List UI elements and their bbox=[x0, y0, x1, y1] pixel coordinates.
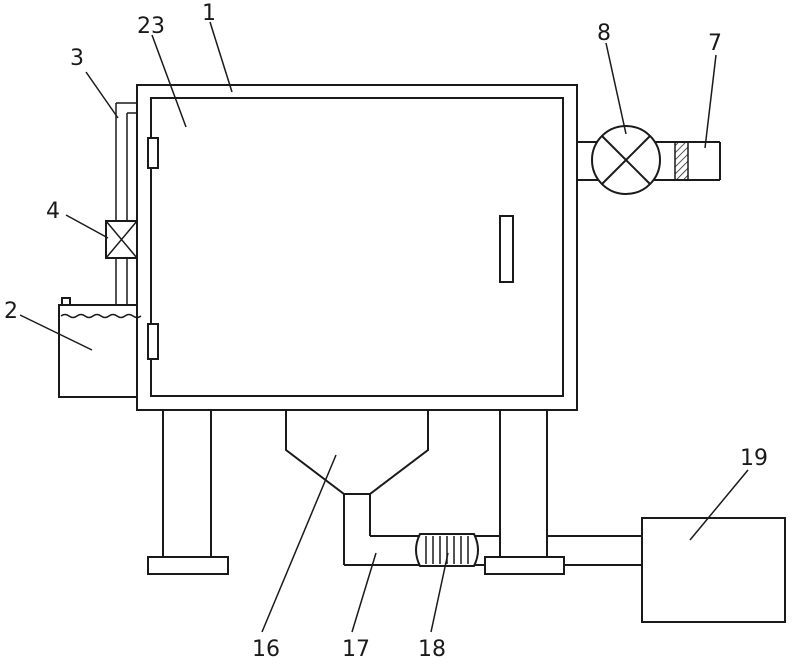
water-tank bbox=[59, 305, 137, 397]
door-hinge-top bbox=[148, 138, 158, 168]
label-23: 23 bbox=[137, 14, 165, 39]
label-19: 19 bbox=[740, 446, 768, 471]
right-foot bbox=[485, 557, 564, 574]
label-4: 4 bbox=[46, 199, 60, 224]
door-handle bbox=[500, 216, 513, 282]
label-16: 16 bbox=[252, 637, 280, 662]
door-hinge-bottom bbox=[148, 324, 158, 359]
label-3: 3 bbox=[70, 46, 84, 71]
hopper bbox=[286, 410, 428, 494]
tank-cap bbox=[62, 298, 70, 305]
left-foot bbox=[148, 557, 228, 574]
water-surface bbox=[61, 315, 141, 318]
label-2: 2 bbox=[4, 299, 18, 324]
collection-box bbox=[642, 518, 785, 622]
duct-filter bbox=[675, 142, 688, 180]
label-1: 1 bbox=[202, 1, 216, 26]
right-leg bbox=[500, 410, 547, 558]
label-17: 17 bbox=[342, 637, 370, 662]
label-7: 7 bbox=[708, 31, 722, 56]
left-leg bbox=[163, 410, 211, 558]
label-18: 18 bbox=[418, 637, 446, 662]
label-8: 8 bbox=[597, 21, 611, 46]
